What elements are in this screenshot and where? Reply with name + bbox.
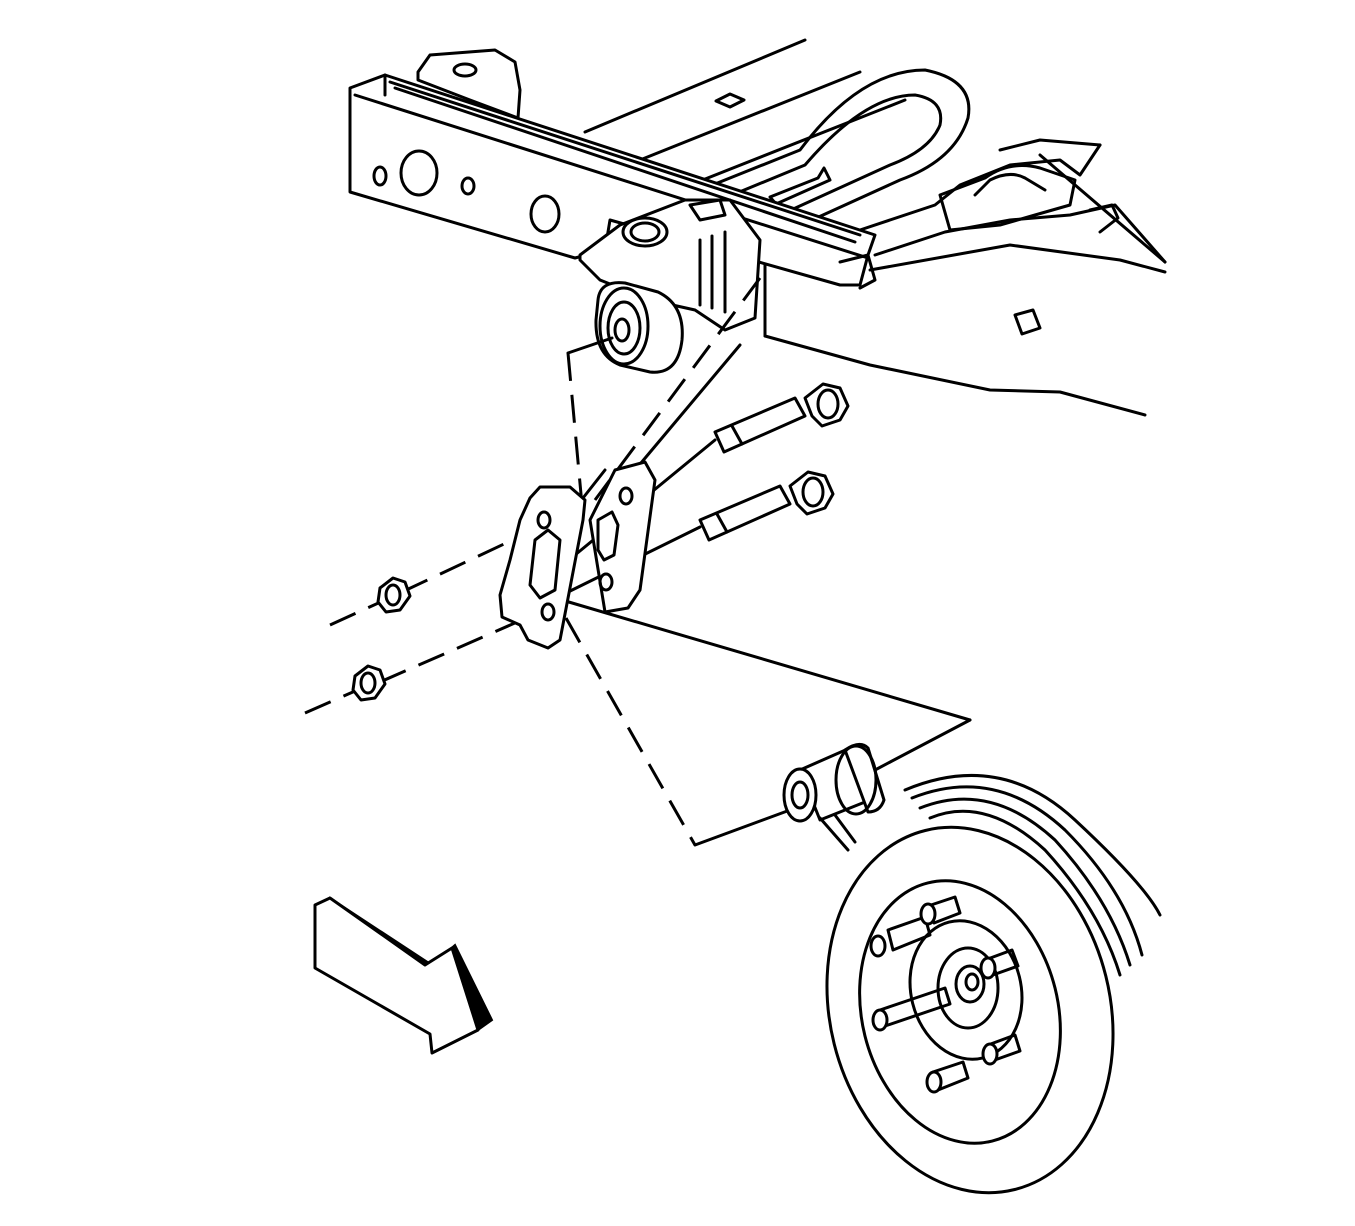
axle-frame-icon xyxy=(583,38,1167,417)
bolt-icon xyxy=(713,382,850,454)
sleeve-icon xyxy=(782,743,886,852)
front-arrow-icon xyxy=(313,896,494,1055)
nut-icon xyxy=(351,664,387,702)
bushing-bracket-icon xyxy=(578,198,762,374)
nut-icon xyxy=(376,576,412,614)
bolt-icon xyxy=(698,470,835,542)
bracket-icon xyxy=(498,460,657,650)
brake-drum-icon xyxy=(825,773,1162,1195)
